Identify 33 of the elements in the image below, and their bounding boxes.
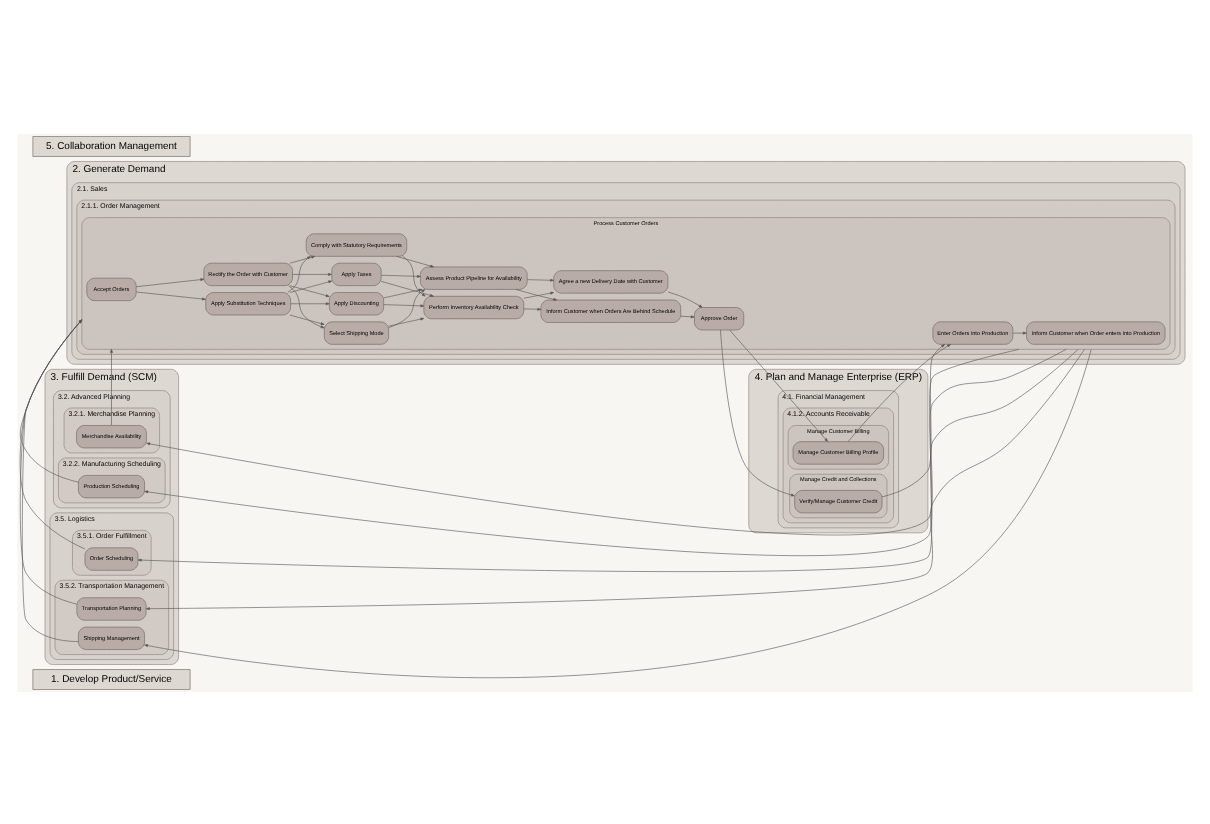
arrow xyxy=(144,348,1092,677)
arrow xyxy=(388,316,425,326)
arrow xyxy=(289,279,333,292)
arrow xyxy=(287,255,311,292)
arrow xyxy=(146,348,1085,610)
arrow xyxy=(290,301,330,305)
arrow xyxy=(881,343,945,497)
arrow xyxy=(667,290,703,307)
arrow xyxy=(289,254,315,263)
arrow xyxy=(388,288,426,327)
arrow xyxy=(380,273,421,277)
arrow xyxy=(396,255,434,267)
arrow xyxy=(1012,330,1027,334)
arrow xyxy=(288,284,325,328)
arrow xyxy=(527,277,554,281)
arrow xyxy=(289,284,330,296)
arrow xyxy=(729,328,828,441)
arrow xyxy=(380,280,434,296)
arrow xyxy=(523,306,542,310)
arrow xyxy=(847,343,951,441)
arrow xyxy=(383,303,425,307)
arrow xyxy=(136,290,206,300)
arrow xyxy=(720,328,795,496)
arrow xyxy=(383,287,423,298)
arrow xyxy=(136,277,205,287)
arrow xyxy=(292,272,332,275)
arrow xyxy=(680,314,695,318)
arrow xyxy=(402,255,426,296)
arrow xyxy=(22,318,83,641)
arrow xyxy=(515,288,558,300)
arrow xyxy=(110,348,113,425)
arrow xyxy=(523,290,554,298)
arrow xyxy=(289,313,325,324)
